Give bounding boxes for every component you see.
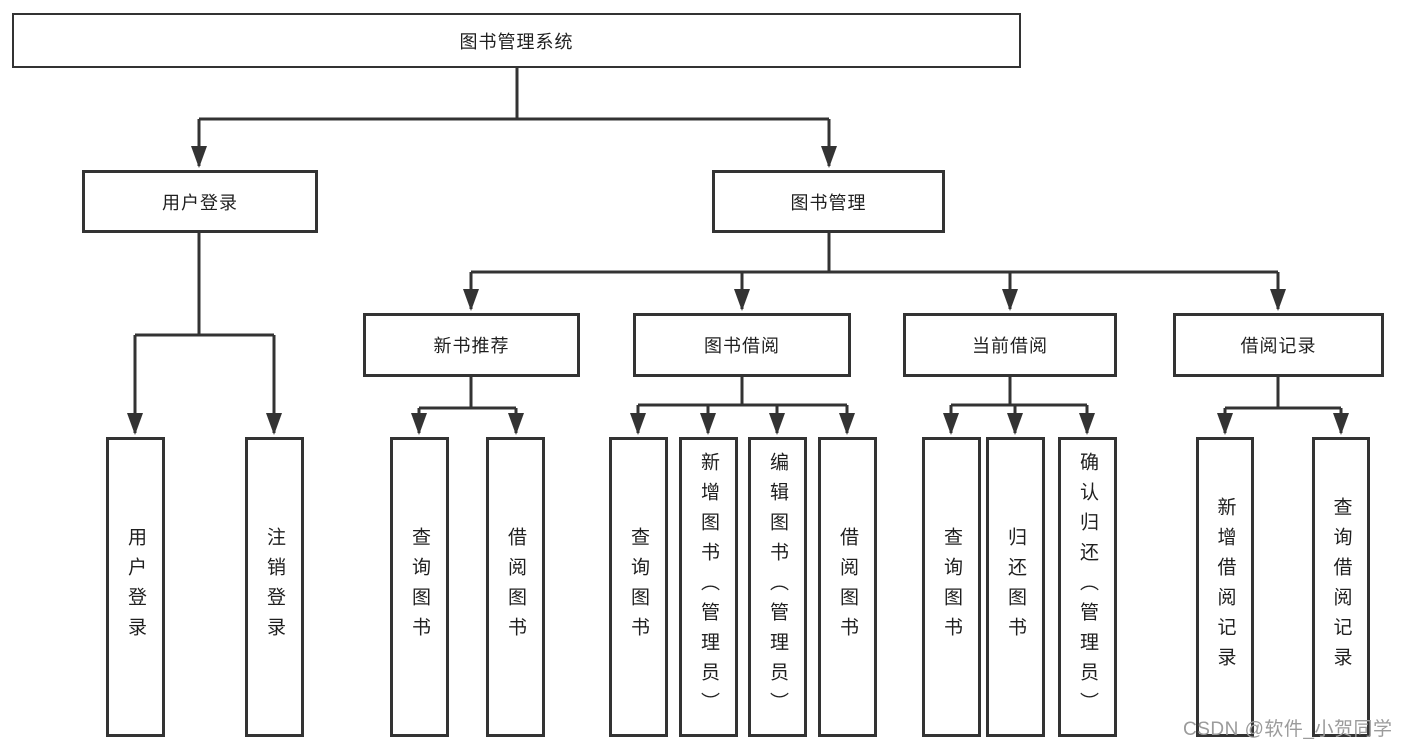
node-book-management: 图书管理 — [712, 170, 945, 233]
node-book-borrowing: 图书借阅 — [633, 313, 851, 377]
leaf-edit-book-admin: 编辑图书（管理员） — [748, 437, 807, 737]
node-library-system: 图书管理系统 — [12, 13, 1021, 68]
leaf-return-book: 归还图书 — [986, 437, 1045, 737]
leaf-user-login: 用户登录 — [106, 437, 165, 737]
connector-arrows — [127, 119, 1349, 435]
node-current-borrowing: 当前借阅 — [903, 313, 1117, 377]
leaf-borrow-books: 借阅图书 — [818, 437, 877, 737]
connector-segments — [135, 68, 1341, 410]
leaf-add-book-admin: 新增图书（管理员） — [679, 437, 738, 737]
leaf-query-borrow-record: 查询借阅记录 — [1312, 437, 1370, 737]
node-borrow-records: 借阅记录 — [1173, 313, 1384, 377]
leaf-borrow-books-recommend: 借阅图书 — [486, 437, 545, 737]
leaf-query-books-borrowing: 查询图书 — [609, 437, 668, 737]
node-new-book-recommend: 新书推荐 — [363, 313, 580, 377]
leaf-logout: 注销登录 — [245, 437, 304, 737]
leaf-confirm-return-admin: 确认归还（管理员） — [1058, 437, 1117, 737]
leaf-add-borrow-record: 新增借阅记录 — [1196, 437, 1254, 737]
leaf-query-books-current: 查询图书 — [922, 437, 981, 737]
leaf-query-books-recommend: 查询图书 — [390, 437, 449, 737]
watermark: CSDN @软件_小贺同学 — [1183, 719, 1393, 740]
node-user-login: 用户登录 — [82, 170, 318, 233]
